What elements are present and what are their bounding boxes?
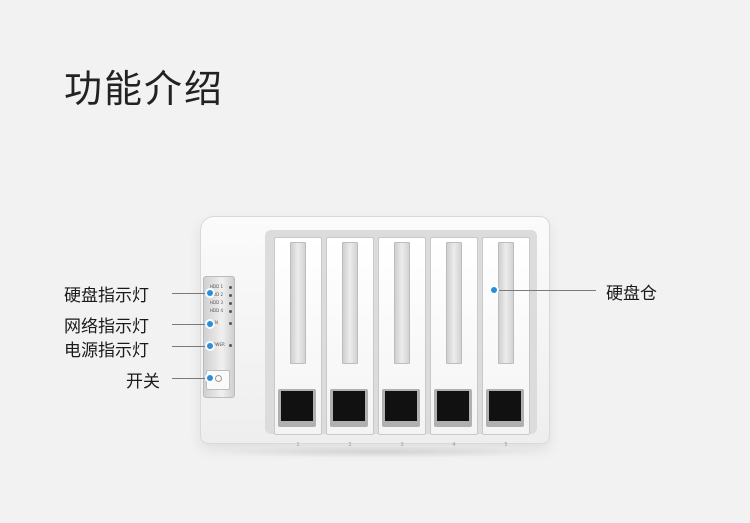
led-row: HDD 4 [210, 308, 232, 315]
callout-dot [207, 375, 213, 381]
leader-line [172, 324, 210, 325]
callout-hdd-led: 硬盘指示灯 [64, 286, 149, 306]
tray-slot [290, 242, 306, 364]
led-row: LAN [210, 320, 232, 327]
leader-line [172, 346, 210, 347]
leader-line [172, 378, 210, 379]
power-led-icon [229, 344, 232, 347]
drive-tray: 4 [430, 237, 478, 448]
leader-line [172, 293, 210, 294]
tray-handle [278, 389, 316, 427]
tray-slot [446, 242, 462, 364]
hdd-led-icon [229, 286, 232, 289]
callout-dot [207, 321, 213, 327]
tray-handle [434, 389, 472, 427]
callout-dot [207, 290, 213, 296]
led-row: HDD 3 [210, 300, 232, 307]
bay-number: 2 [348, 442, 352, 448]
tray-slot [394, 242, 410, 364]
hdd-led-icon [229, 310, 232, 313]
network-led-icon [229, 322, 232, 325]
led-label: LAN [210, 320, 219, 325]
callout-drive-bay: 硬盘仓 [606, 284, 657, 304]
led-label: POWER [210, 342, 225, 347]
led-row: HDD 2 [210, 292, 232, 299]
drive-tray: 5 [482, 237, 530, 448]
bay-number: 4 [452, 442, 456, 448]
callout-power-led: 电源指示灯 [64, 341, 149, 361]
drive-tray: 3 [378, 237, 426, 448]
callout-dot [491, 287, 497, 293]
callout-network-led: 网络指示灯 [64, 317, 149, 337]
tray-slot [498, 242, 514, 364]
callout-dot [207, 343, 213, 349]
tray-handle [382, 389, 420, 427]
led-label: HDD 4 [210, 308, 223, 313]
drive-tray: 1 [274, 237, 322, 448]
bay-number: 1 [296, 442, 300, 448]
drive-tray: 2 [326, 237, 374, 448]
led-row: POWER [210, 342, 232, 349]
led-label: HDD 2 [210, 292, 223, 297]
tray-slot [342, 242, 358, 364]
tray-handle [486, 389, 524, 427]
hdd-led-icon [229, 302, 232, 305]
device-shadow [214, 446, 544, 458]
bay-number: 3 [400, 442, 404, 448]
leader-line [496, 290, 596, 291]
led-label: HDD 1 [210, 284, 223, 289]
led-label: HDD 3 [210, 300, 223, 305]
page-title: 功能介绍 [64, 67, 225, 111]
hdd-led-icon [229, 294, 232, 297]
led-row: HDD 1 [210, 284, 232, 291]
bay-number: 5 [504, 442, 508, 448]
callout-power-switch: 开关 [126, 372, 160, 392]
tray-handle [330, 389, 368, 427]
